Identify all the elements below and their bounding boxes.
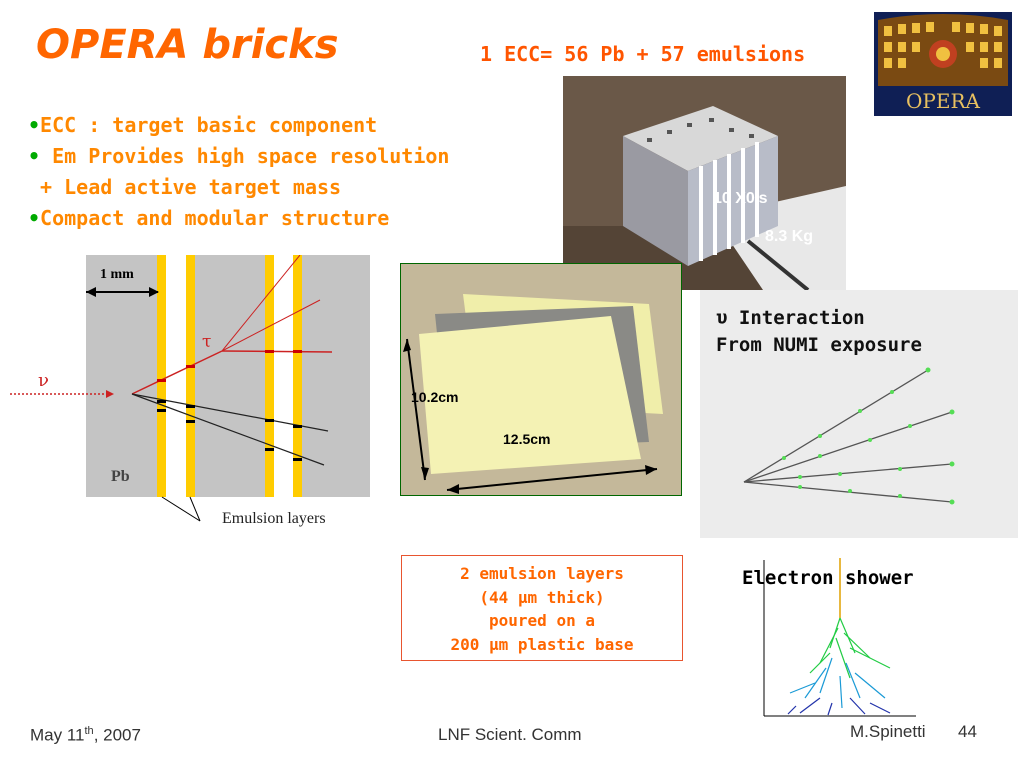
electron-shower-label: Electron shower [742, 567, 914, 589]
lead-label: Pb [111, 468, 130, 485]
emulsion-films-photo: 10.2cm 12.5cm [400, 263, 682, 496]
bullet-item: •Compact and modular structure [28, 206, 390, 230]
bullet-item: • Em Provides high space resolution [28, 144, 450, 168]
tau-label: τ [202, 332, 211, 352]
footer-date: May 11th, 2007 [30, 725, 141, 745]
slide-title: OPERA bricks [36, 22, 339, 68]
bullet-list: •ECC : target basic component • Em Provi… [28, 110, 449, 234]
bullet-item: + Lead active target mass [28, 175, 342, 199]
ecc-equation: 1 ECC= 56 Pb + 57 emulsions [480, 42, 806, 66]
bullet-item: •ECC : target basic component [28, 113, 378, 137]
film-height-label: 10.2cm [411, 389, 458, 405]
page-number: 44 [958, 722, 977, 741]
interaction-label: υ Interaction From NUMI exposure [716, 307, 922, 356]
brick-weight-label: 8.3 Kg [765, 228, 813, 245]
electron-shower-plot [760, 558, 918, 718]
emulsion-layers-label: Emulsion layers [222, 510, 326, 527]
film-width-label: 12.5cm [503, 431, 550, 447]
emulsion-description-box: 2 emulsion layers (44 μm thick) poured o… [401, 555, 683, 661]
brick-photo: 10 X0’s 8.3 Kg [563, 76, 846, 290]
footer-author: M.Spinetti [850, 722, 926, 741]
brick-x0-label: 10 X0’s [713, 190, 768, 207]
numi-interaction-panel [700, 290, 1018, 538]
scale-label: 1 mm [100, 267, 134, 282]
opera-logo: OPERA [874, 12, 1012, 116]
neutrino-label: ν [38, 370, 49, 391]
logo-text: OPERA [906, 89, 981, 113]
ecc-schematic-diagram: 1 mm ν τ Pb Emulsion layers [10, 254, 390, 535]
footer-center: LNF Scient. Comm [438, 725, 582, 744]
